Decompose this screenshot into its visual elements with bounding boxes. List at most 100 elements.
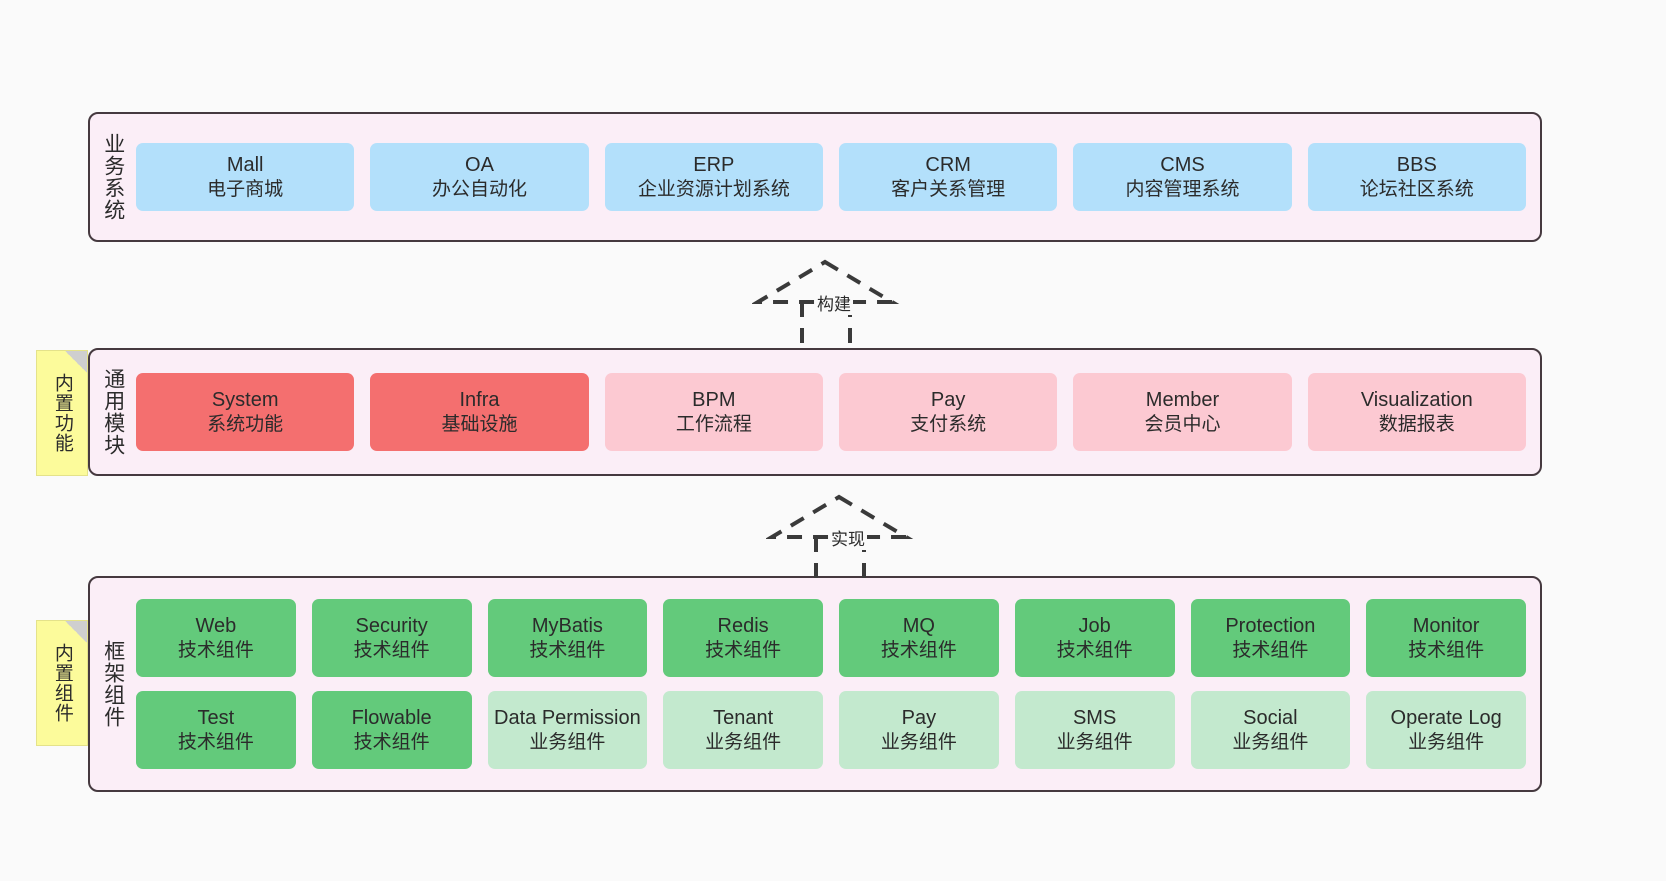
component-box-monitor[interactable]: Monitor 技术组件 [1366,599,1526,677]
business-box-crm-en: CRM [925,153,971,176]
component-box-tenant[interactable]: Tenant 业务组件 [663,691,823,769]
layer-framework-label: 框架组件 [101,640,125,728]
component-box-job-cn: 技术组件 [1056,639,1133,661]
module-box-member-cn: 会员中心 [1144,413,1221,435]
module-box-bpm-cn: 工作流程 [675,413,752,435]
component-box-protection[interactable]: Protection 技术组件 [1190,599,1351,677]
business-box-crm-cn: 客户关系管理 [891,178,1006,200]
common-row: System 系统功能 Infra 基础设施 BPM 工作流程 Pay 支付系统… [136,373,1526,451]
generalization-triangle-icon [764,494,914,539]
module-box-member[interactable]: Member 会员中心 [1073,373,1292,451]
module-box-visualization-en: Visualization [1360,388,1473,411]
module-box-infra-cn: 基础设施 [441,413,518,435]
business-box-mall-en: Mall [226,153,264,176]
sticky-note-builtin-features: 内置功能 [36,350,88,476]
sticky-fold-corner-icon [65,621,87,643]
layer-common-body: System 系统功能 Infra 基础设施 BPM 工作流程 Pay 支付系统… [136,350,1540,474]
sticky-note-builtin-features-label: 内置功能 [51,373,73,453]
component-box-web-cn: 技术组件 [177,639,254,661]
business-box-mall[interactable]: Mall 电子商城 [136,143,355,211]
component-box-pay-en: Pay [901,706,937,729]
component-box-social-cn: 业务组件 [1232,731,1309,753]
component-box-mq-en: MQ [902,614,935,637]
component-box-redis[interactable]: Redis 技术组件 [663,599,823,677]
layer-framework-components: 框架组件 Web 技术组件 Security 技术组件 MyBatis 技术组件… [88,576,1542,792]
layer-business-systems: 业务系统 Mall 电子商城 OA 办公自动化 ERP 企业资源计划系统 CRM… [88,112,1542,242]
business-box-mall-cn: 电子商城 [207,178,284,200]
component-box-pay[interactable]: Pay 业务组件 [839,691,999,769]
generalization-triangle-icon [750,259,900,304]
component-box-job[interactable]: Job 技术组件 [1014,599,1175,677]
module-box-visualization[interactable]: Visualization 数据报表 [1307,373,1526,451]
module-box-pay[interactable]: Pay 支付系统 [838,373,1058,451]
component-box-flowable-cn: 技术组件 [353,731,430,753]
module-box-infra-en: Infra [459,388,500,411]
business-box-cms[interactable]: CMS 内容管理系统 [1073,143,1292,211]
component-box-mq[interactable]: MQ 技术组件 [839,599,999,677]
component-box-data-permission-cn: 业务组件 [529,731,606,753]
component-box-mq-cn: 技术组件 [880,639,957,661]
component-box-test-en: Test [197,706,235,729]
component-box-test[interactable]: Test 技术组件 [136,691,296,769]
component-box-sms[interactable]: SMS 业务组件 [1014,691,1175,769]
component-box-security[interactable]: Security 技术组件 [311,599,472,677]
component-box-mybatis[interactable]: MyBatis 技术组件 [487,599,648,677]
layer-business-label: 业务系统 [101,133,125,221]
business-box-bbs[interactable]: BBS 论坛社区系统 [1307,143,1526,211]
module-box-visualization-cn: 数据报表 [1378,413,1455,435]
sticky-note-builtin-components-label: 内置组件 [51,643,73,723]
component-box-operate-log-cn: 业务组件 [1408,731,1485,753]
connector-implement: 实现 [764,491,916,581]
component-box-security-cn: 技术组件 [353,639,430,661]
component-box-social-en: Social [1243,706,1298,729]
business-box-bbs-en: BBS [1396,153,1437,176]
component-box-protection-cn: 技术组件 [1232,639,1309,661]
business-box-erp-en: ERP [693,153,735,176]
connector-build-label: 构建 [815,290,853,315]
module-box-infra[interactable]: Infra 基础设施 [370,373,589,451]
component-box-sms-en: SMS [1072,706,1117,729]
layer-framework-body: Web 技术组件 Security 技术组件 MyBatis 技术组件 Redi… [136,578,1540,790]
business-box-bbs-cn: 论坛社区系统 [1359,178,1474,200]
component-box-protection-en: Protection [1225,614,1316,637]
connector-implement-label: 实现 [829,525,867,550]
framework-row-tech: Web 技术组件 Security 技术组件 MyBatis 技术组件 Redi… [136,599,1526,677]
business-box-oa-cn: 办公自动化 [431,178,527,200]
component-box-monitor-en: Monitor [1412,614,1480,637]
component-box-redis-en: Redis [717,614,769,637]
component-box-data-permission-en: Data Permission [494,706,641,729]
component-box-mybatis-en: MyBatis [531,614,603,637]
component-box-job-en: Job [1078,614,1111,637]
component-box-social[interactable]: Social 业务组件 [1190,691,1351,769]
business-box-erp[interactable]: ERP 企业资源计划系统 [604,143,823,211]
module-box-system[interactable]: System 系统功能 [136,373,355,451]
component-box-web[interactable]: Web 技术组件 [136,599,296,677]
module-box-system-en: System [211,388,279,411]
business-box-oa[interactable]: OA 办公自动化 [370,143,589,211]
module-box-pay-en: Pay [930,388,966,411]
sticky-fold-corner-icon [65,351,87,373]
layer-common-label: 通用模块 [101,368,125,456]
module-box-system-cn: 系统功能 [207,413,284,435]
component-box-data-permission[interactable]: Data Permission 业务组件 [487,691,648,769]
module-box-bpm[interactable]: BPM 工作流程 [604,373,823,451]
business-box-erp-cn: 企业资源计划系统 [637,178,790,200]
component-box-flowable-en: Flowable [351,706,432,729]
component-box-web-en: Web [195,614,237,637]
layer-common-modules: 通用模块 System 系统功能 Infra 基础设施 BPM 工作流程 Pay… [88,348,1542,476]
component-box-mybatis-cn: 技术组件 [529,639,606,661]
connector-build: 构建 [750,256,902,346]
component-box-operate-log[interactable]: Operate Log 业务组件 [1366,691,1526,769]
business-row: Mall 电子商城 OA 办公自动化 ERP 企业资源计划系统 CRM 客户关系… [136,143,1526,211]
module-box-member-en: Member [1145,388,1220,411]
business-box-crm[interactable]: CRM 客户关系管理 [838,143,1058,211]
business-box-oa-en: OA [465,153,494,176]
module-box-bpm-en: BPM [692,388,736,411]
component-box-redis-cn: 技术组件 [705,639,782,661]
component-box-test-cn: 技术组件 [177,731,254,753]
component-box-pay-cn: 业务组件 [880,731,957,753]
component-box-tenant-cn: 业务组件 [705,731,782,753]
component-box-flowable[interactable]: Flowable 技术组件 [311,691,472,769]
business-box-cms-en: CMS [1160,153,1205,176]
